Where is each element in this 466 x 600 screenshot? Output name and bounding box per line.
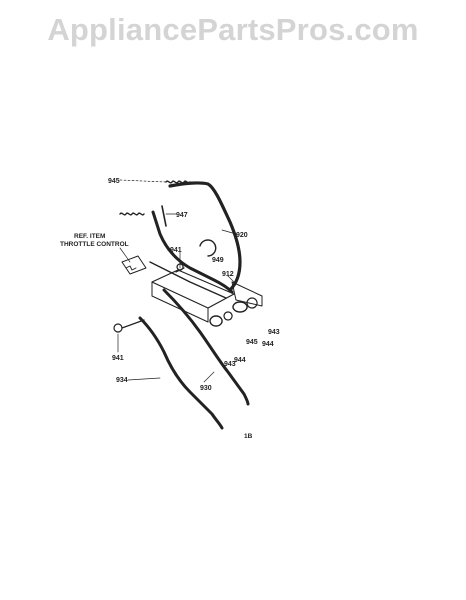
callout-920: 920 [236, 232, 248, 239]
callout-943-lower: 943 [224, 361, 236, 368]
ref-note-line1: REF. ITEM [74, 233, 105, 240]
throttle-control-ref-mark [125, 265, 137, 271]
washer-943 [246, 297, 258, 309]
ref-note-line2: THROTTLE CONTROL [60, 241, 129, 248]
callout-944-right: 944 [262, 341, 274, 348]
lower-handle-right [162, 288, 250, 406]
spring-top [165, 180, 191, 184]
callout-941-upper: 941 [170, 247, 182, 254]
callout-934: 934 [116, 377, 128, 384]
callout-930: 930 [200, 385, 212, 392]
site-watermark: AppliancePartsPros.com [47, 12, 419, 47]
knob-944b [209, 315, 223, 327]
callout-947: 947 [176, 212, 188, 219]
throttle-plate [151, 269, 235, 309]
callout-941-lower: 941 [112, 355, 124, 362]
leader-920 [221, 229, 237, 235]
mount-bracket [231, 281, 263, 307]
bolt-941 [113, 319, 145, 333]
leader-throttle [119, 247, 131, 263]
washer-945 [223, 311, 233, 321]
throttle-plate-edge [151, 281, 209, 323]
callout-945-lower: 945 [246, 339, 258, 346]
ring-949 [199, 239, 217, 257]
throttle-control-ref [121, 255, 147, 275]
leader-930 [203, 371, 215, 383]
callout-949: 949 [212, 257, 224, 264]
leader-934 [127, 377, 161, 381]
callout-943-right: 943 [268, 329, 280, 336]
leader-912 [227, 275, 237, 285]
lower-handle-left [138, 316, 224, 430]
callout-944-lower: 944 [234, 357, 246, 364]
upper-handle [168, 181, 242, 292]
callout-912: 912 [222, 271, 234, 278]
leader-945 [119, 179, 167, 183]
pin-947 [161, 205, 167, 227]
knob-944 [232, 301, 248, 313]
upper-handle-crossbar [149, 261, 227, 299]
spring-left [119, 212, 145, 216]
callout-945-top: 945 [108, 178, 120, 185]
footer-mark: 1B [244, 433, 253, 440]
upper-handle-left-rail [151, 210, 234, 294]
